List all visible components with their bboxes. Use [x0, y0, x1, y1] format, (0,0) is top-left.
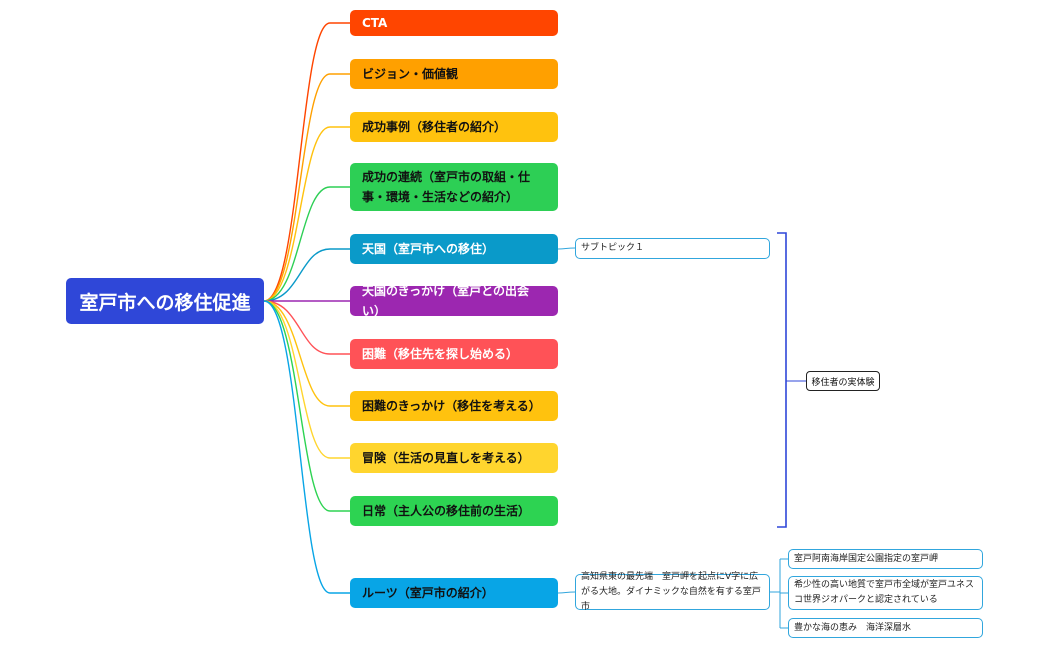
branch-everyday[interactable]: 日常（主人公の移住前の生活）: [350, 496, 558, 526]
branch-success-cases[interactable]: 成功事例（移住者の紹介）: [350, 112, 558, 142]
branch-difficulty-trigger[interactable]: 困難のきっかけ（移住を考える）: [350, 391, 558, 421]
branch-roots[interactable]: ルーツ（室戸市の紹介）: [350, 578, 558, 608]
root-topic[interactable]: 室戸市への移住促進: [66, 278, 264, 324]
branch-difficulty[interactable]: 困難（移住先を探し始める）: [350, 339, 558, 369]
branch-connector: [263, 22, 350, 302]
branch-success-series[interactable]: 成功の連続（室戸市の取組・仕事・環境・生活などの紹介）: [350, 163, 558, 211]
branch-connector: [263, 300, 350, 594]
branch-adventure[interactable]: 冒険（生活の見直しを考える）: [350, 443, 558, 473]
roots-detail-connector: [557, 591, 576, 594]
subtopic-node[interactable]: サブトピック１: [575, 238, 770, 259]
branch-heaven-trigger[interactable]: 天国のきっかけ（室戸との出会い）: [350, 284, 558, 318]
summary-bracket: [777, 232, 787, 528]
branch-connector: [263, 126, 350, 302]
branch-connector: [263, 300, 350, 355]
branch-connector: [263, 300, 350, 407]
branch-connector: [263, 248, 350, 302]
summary-node[interactable]: 移住者の実体験: [806, 371, 880, 391]
branch-vision[interactable]: ビジョン・価値観: [350, 59, 558, 89]
branch-cta[interactable]: CTA: [350, 10, 558, 36]
subtopic-connector: [557, 247, 576, 250]
roots-children-connector: [770, 558, 788, 629]
roots-child-node[interactable]: 室戸阿南海岸国定公園指定の室戸岬: [788, 549, 983, 569]
branch-heaven[interactable]: 天国（室戸市への移住）: [350, 234, 558, 264]
branch-connector: [263, 186, 350, 302]
roots-detail-node[interactable]: 高知県東の最先端 室戸岬を起点にV字に広がる大地。ダイナミックな自然を有する室戸…: [575, 572, 770, 612]
branch-connector: [263, 300, 350, 459]
branch-connector: [263, 300, 350, 512]
roots-child-node[interactable]: 豊かな海の恵み 海洋深層水: [788, 618, 983, 638]
branch-connector: [263, 73, 350, 302]
roots-child-node[interactable]: 希少性の高い地質で室戸市全域が室戸ユネスコ世界ジオパークと認定されている: [788, 576, 983, 610]
